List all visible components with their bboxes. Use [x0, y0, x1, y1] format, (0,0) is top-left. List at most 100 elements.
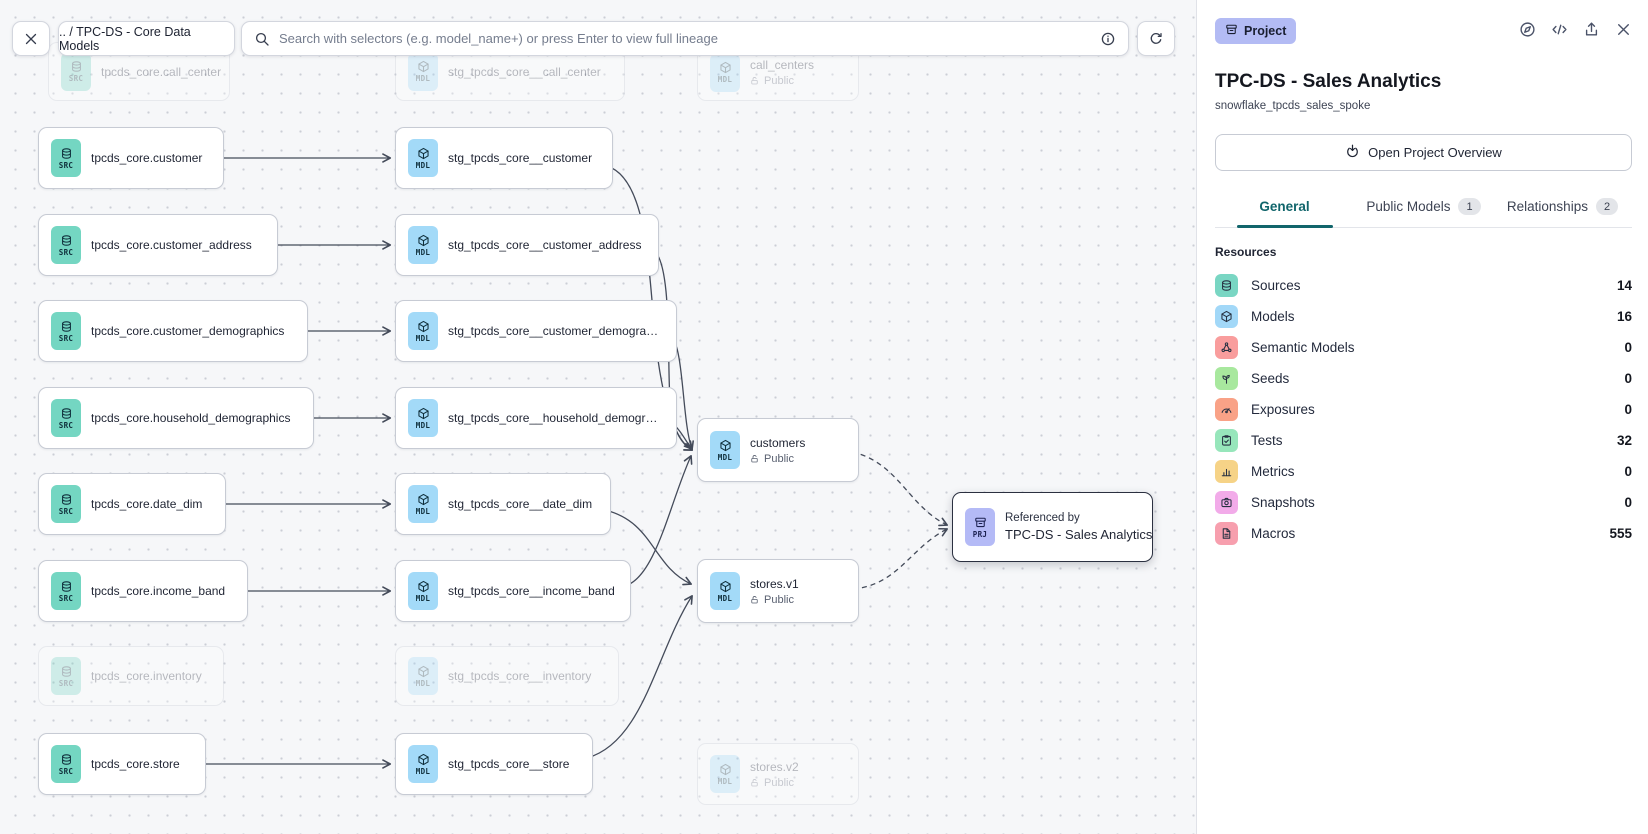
- close-icon: [1615, 21, 1632, 38]
- refresh-lineage-button[interactable]: [1137, 21, 1175, 56]
- database-icon: [70, 60, 83, 73]
- cube-icon: [719, 763, 732, 776]
- tab-general[interactable]: General: [1215, 189, 1354, 227]
- node-label: tpcds_core.store: [91, 757, 180, 771]
- breadcrumb[interactable]: .. / TPC-DS - Core Data Models: [58, 21, 235, 56]
- resource-row-tests[interactable]: Tests 32: [1215, 425, 1632, 456]
- refresh-icon: [1148, 31, 1164, 47]
- node-type-label: MDL: [717, 593, 733, 603]
- node-type-badge: MDL: [408, 572, 438, 610]
- resource-count: 16: [1616, 309, 1632, 324]
- close-button[interactable]: [1615, 21, 1632, 38]
- node-label: stg_tpcds_core__store: [448, 757, 570, 771]
- cube-icon: [417, 147, 430, 160]
- node-label: stores.v1: [750, 576, 799, 591]
- node-label: customers: [750, 435, 806, 450]
- resource-label: Snapshots: [1251, 495, 1315, 510]
- snapshot-icon: [1220, 496, 1233, 509]
- node-type-label: SRC: [58, 678, 74, 688]
- node-label: stg_tpcds_core__call_center: [448, 64, 601, 79]
- node-label: tpcds_core.inventory: [91, 669, 202, 683]
- cube-icon: [417, 493, 430, 506]
- lineage-node-src_inventory[interactable]: SRC tpcds_core.inventory: [38, 646, 224, 706]
- lineage-node-mdl_stg_income_band[interactable]: MDL stg_tpcds_core__income_band: [395, 560, 631, 622]
- resource-label: Tests: [1251, 433, 1283, 448]
- lineage-node-src_income_band[interactable]: SRC tpcds_core.income_band: [38, 560, 248, 622]
- node-access-row: Public: [750, 75, 814, 87]
- share-button[interactable]: [1583, 21, 1600, 38]
- node-type-label: MDL: [415, 506, 431, 516]
- node-label: stg_tpcds_core__income_band: [448, 584, 615, 598]
- node-type-label: MDL: [717, 452, 733, 462]
- info-icon[interactable]: [1100, 31, 1116, 47]
- database-icon: [60, 753, 73, 766]
- unlock-icon: [750, 778, 760, 788]
- resource-count: 32: [1616, 433, 1632, 448]
- cube-icon: [417, 60, 430, 73]
- code-button[interactable]: [1551, 21, 1568, 38]
- node-type-label: MDL: [717, 75, 733, 84]
- node-label: tpcds_core.customer: [91, 151, 203, 165]
- resource-count: 14: [1616, 278, 1632, 293]
- database-icon: [1220, 279, 1233, 292]
- open-project-overview-button[interactable]: Open Project Overview: [1215, 134, 1632, 171]
- compass-button[interactable]: [1519, 21, 1536, 38]
- database-icon: [60, 580, 73, 593]
- node-label: TPC-DS - Sales Analytics: [1005, 527, 1153, 542]
- node-label: stg_tpcds_core__customer: [448, 151, 593, 165]
- lineage-search[interactable]: [241, 21, 1129, 56]
- node-label: tpcds_core.customer_demographics: [91, 324, 285, 338]
- project-icon: [1225, 23, 1238, 39]
- tab-label: General: [1259, 199, 1310, 214]
- resource-badge: [1215, 367, 1238, 390]
- database-icon: [60, 665, 73, 678]
- close-lineage-button[interactable]: [12, 21, 50, 56]
- node-type-label: MDL: [415, 74, 431, 83]
- lineage-edge: M587,758 C644,742 656,652 692,596: [586, 595, 693, 759]
- project-icon: [974, 516, 987, 529]
- node-type-badge: MDL: [408, 485, 438, 523]
- search-input[interactable]: [279, 31, 1091, 46]
- node-label: tpcds_core.income_band: [91, 584, 226, 598]
- lineage-edges: M218,158 L390,158M272,245 L390,245M302,3…: [200, 153, 949, 769]
- database-icon: [60, 147, 73, 160]
- node-type-label: SRC: [58, 160, 74, 170]
- tab-label: Relationships: [1506, 199, 1588, 214]
- resource-count: 0: [1624, 371, 1632, 386]
- lineage-edge: M625,586 C656,577 670,502 691,456: [624, 454, 693, 587]
- lineage-node-src_customer[interactable]: SRC tpcds_core.customer: [38, 127, 224, 189]
- cube-icon: [719, 580, 732, 593]
- cube-icon: [417, 580, 430, 593]
- lineage-canvas[interactable]: M218,158 L390,158M272,245 L390,245M302,3…: [0, 0, 1196, 834]
- cube-icon: [417, 407, 430, 420]
- seed-icon: [1220, 372, 1233, 385]
- node-type-label: SRC: [58, 593, 74, 603]
